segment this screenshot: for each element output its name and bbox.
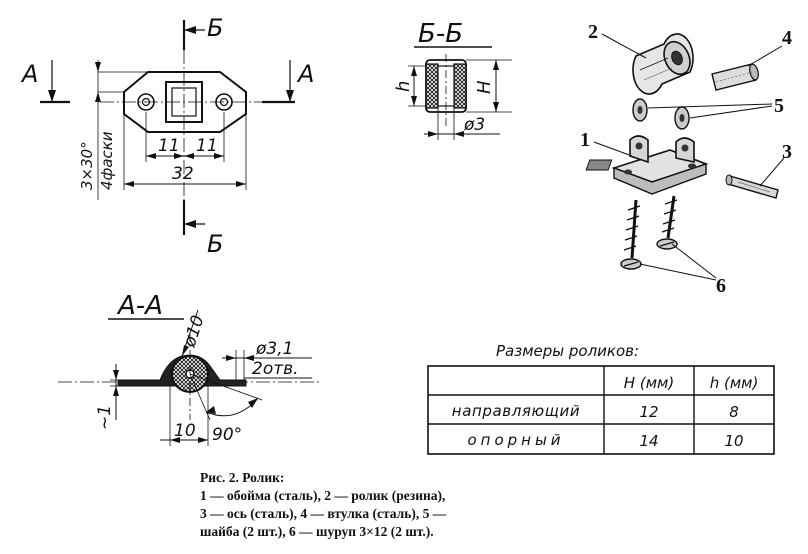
- part-number-2: 2: [588, 21, 598, 43]
- dim-d31: ø3,1: [255, 339, 293, 359]
- part-number-5: 5: [774, 95, 784, 117]
- cut-letter-a-right: А: [296, 60, 314, 88]
- caption-line-2: 3 — ось (сталь), 4 — втулка (сталь), 5 —: [200, 506, 447, 521]
- row-name-support: опорный: [467, 431, 564, 449]
- section-aa: А-А ø10 ø3,1 2отв. ~1: [58, 291, 320, 446]
- sizes-table: Размеры роликов: H (мм) h (мм) направляю…: [427, 342, 775, 455]
- dim-11-right: 11: [196, 136, 218, 156]
- dim-holes: 2отв.: [252, 359, 299, 379]
- figure-caption: Рис. 2. Ролик: 1 — обойма (сталь), 2 — р…: [200, 470, 447, 539]
- hole-right: [215, 93, 233, 111]
- cut-letter-b-top: Б: [207, 14, 223, 42]
- dim-d3: ø3: [463, 115, 485, 135]
- caption-line-1: 1 — обойма (сталь), 2 — ролик (резина),: [200, 488, 445, 503]
- hole-left: [137, 93, 155, 111]
- part-number-1: 1: [580, 129, 590, 151]
- chamfer-label-a: 3×30°: [78, 141, 96, 190]
- dim-10: 10: [174, 421, 196, 441]
- arrow-icon: [184, 220, 196, 228]
- dim-11-left: 11: [158, 136, 180, 156]
- roller-wall-right: [453, 63, 467, 109]
- cut-letter-a-left: А: [20, 60, 38, 88]
- section-bb: Б-Б h H ø3: [393, 19, 512, 140]
- part-number-4: 4: [782, 27, 792, 49]
- row-support-H: 14: [639, 432, 658, 450]
- dim-H: H: [474, 80, 495, 94]
- table-title: Размеры роликов:: [496, 342, 639, 360]
- roller-wall-left: [425, 63, 439, 109]
- bracket-part: [585, 135, 709, 195]
- bushing-part: [711, 63, 759, 91]
- part-number-3: 3: [782, 141, 792, 163]
- iso-parts: 2 4 5 1: [580, 21, 792, 297]
- row-guide-H: 12: [639, 403, 658, 421]
- part-number-6: 6: [716, 275, 726, 297]
- row-name-guide: направляющий: [452, 402, 580, 420]
- screw-parts: [620, 195, 678, 270]
- header-H: H (мм): [624, 374, 674, 392]
- axle-part: [725, 174, 779, 199]
- arrow-icon: [286, 90, 294, 102]
- arrow-icon: [48, 90, 56, 102]
- caption-title: Рис. 2. Ролик:: [200, 470, 284, 485]
- dim-1: ~1: [95, 405, 115, 430]
- row-guide-h: 8: [729, 403, 739, 421]
- dim-32: 32: [172, 164, 194, 184]
- header-h: h (мм): [710, 374, 759, 392]
- chamfer-label-b: 4фаски: [98, 131, 116, 190]
- dim-90: 90°: [212, 425, 242, 445]
- arrow-icon: [184, 26, 196, 34]
- washer-parts: [632, 98, 690, 130]
- plate-outline: [123, 71, 247, 133]
- caption-line-3: шайба (2 шт.), 6 — шуруп 3×12 (2 шт.).: [200, 524, 434, 539]
- plan-view: Б Б А А 11: [20, 14, 314, 258]
- dim-h: h: [393, 81, 414, 92]
- cut-letter-b-bottom: Б: [207, 230, 223, 258]
- section-bb-title: Б-Б: [418, 19, 463, 49]
- row-support-h: 10: [724, 432, 743, 450]
- roller-part: [632, 33, 694, 95]
- section-aa-title: А-А: [116, 291, 163, 321]
- plate-window: [165, 81, 203, 123]
